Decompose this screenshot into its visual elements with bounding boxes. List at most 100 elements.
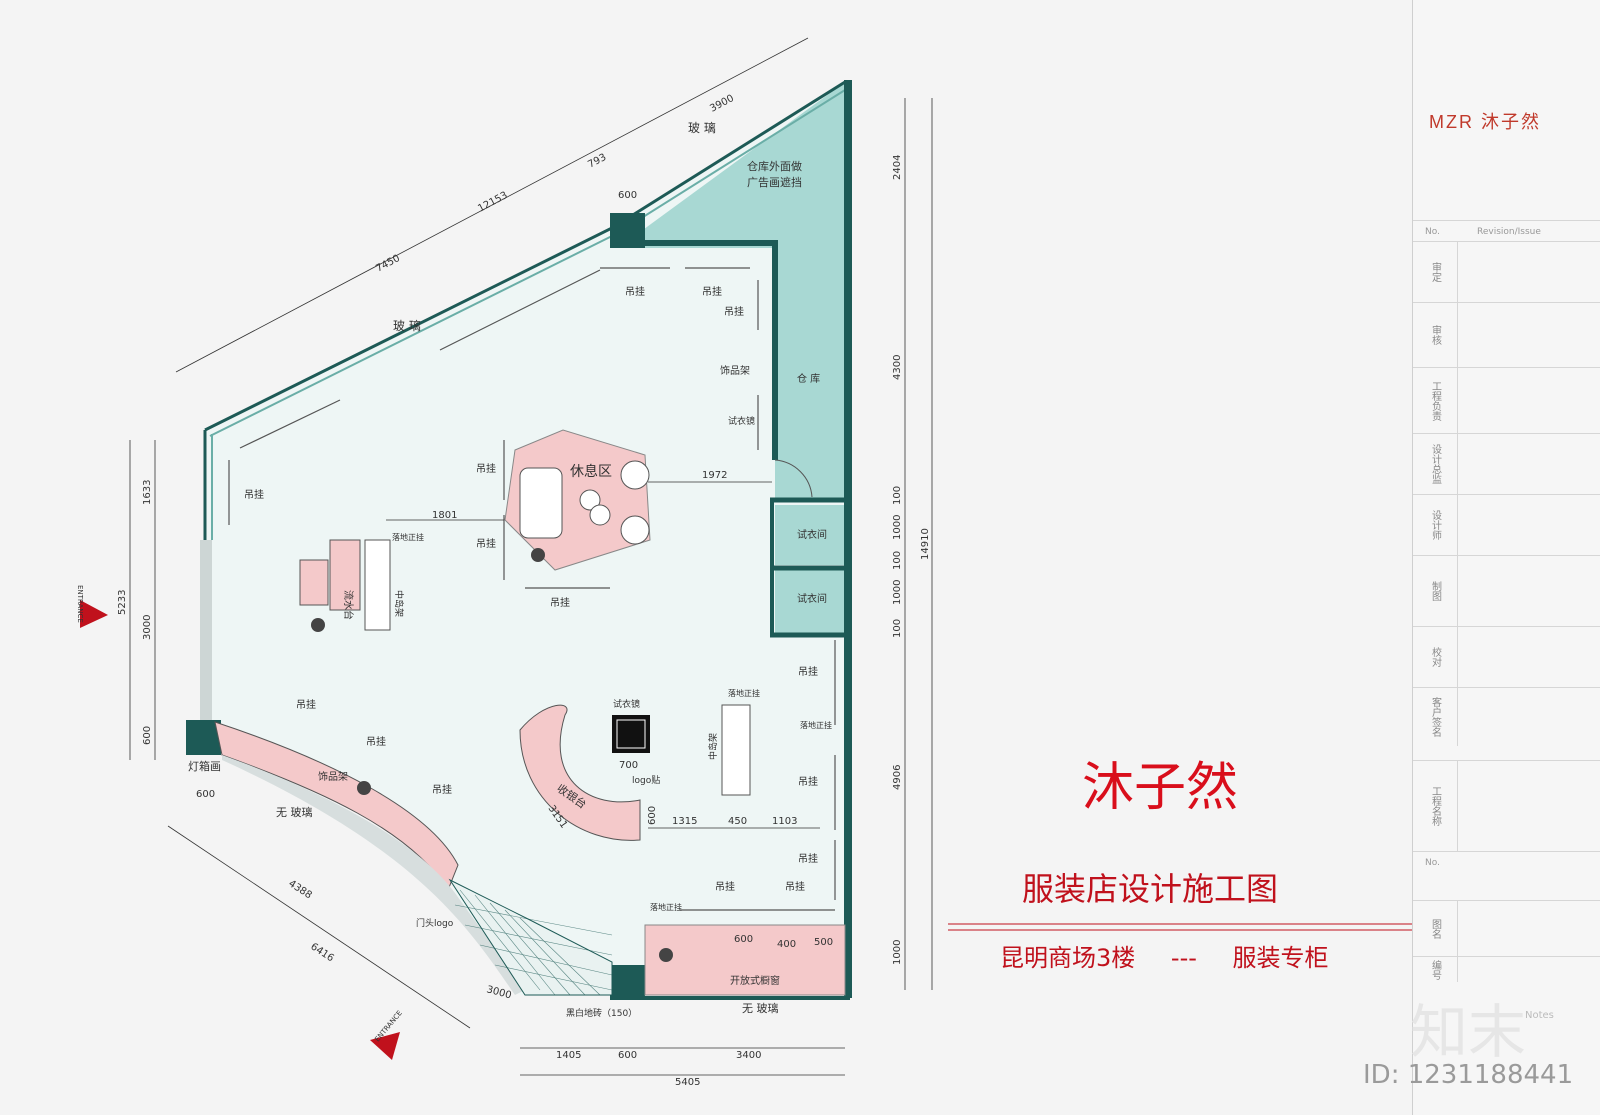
dim-600c: 600: [196, 789, 215, 800]
hang-label: 吊挂: [625, 285, 645, 298]
dim-right-9: 1000: [892, 940, 903, 965]
warehouse-note-1: 仓库外面做: [747, 159, 802, 173]
left-wall: [200, 540, 212, 720]
door-logo-label: 门头logo: [416, 917, 454, 929]
dim-5405: 5405: [675, 1077, 700, 1088]
dim-3000b: 3000: [485, 984, 512, 1001]
row-design-director: 设计总监: [1413, 433, 1600, 494]
drawing-location-line: 昆明商场3楼 --- 服装专柜: [1000, 938, 1329, 973]
mirror-label-2: 试衣镜: [613, 698, 640, 710]
mid-island-label: 中岛架: [393, 590, 405, 617]
column-bottom: [610, 965, 645, 1000]
warehouse-label: 仓 库: [797, 372, 820, 385]
row-label: 设计师: [1413, 495, 1458, 555]
hang-label: 吊挂: [715, 880, 735, 893]
lightbox-label: 灯箱画: [188, 759, 221, 773]
dim-right-5: 100: [892, 551, 903, 570]
dim-1315: 1315: [672, 816, 697, 827]
dim-3400: 3400: [736, 1050, 761, 1061]
hang-label: 吊挂: [476, 537, 496, 550]
hang-label: 吊挂: [244, 488, 264, 501]
row-label: 审核: [1413, 303, 1458, 367]
hang-label: 吊挂: [476, 462, 496, 475]
row-label: 图名: [1413, 901, 1458, 956]
watermark-logo: 知末: [1410, 998, 1527, 1066]
row-label: 制图: [1413, 556, 1458, 626]
no-glass-left-label: 无 玻璃: [276, 805, 313, 819]
hang-label: 吊挂: [432, 783, 452, 796]
accessory-rack-label: 饰品架: [720, 364, 750, 377]
row-no: No.: [1413, 851, 1600, 877]
hang-label: 吊挂: [702, 285, 722, 298]
notes-label: Notes: [1525, 1010, 1554, 1021]
no-glass-bottom-label: 无 玻璃: [742, 1001, 779, 1015]
drawing-category: 服装专柜: [1232, 944, 1329, 972]
fitting-room-zone-1: [775, 505, 845, 565]
water-table-label: 流水台: [342, 590, 355, 620]
dim-right-4: 1000: [892, 515, 903, 540]
cashier-desk: [519, 704, 641, 841]
row-label: 工程名称: [1413, 761, 1458, 851]
floor-plan: 玻 璃 玻 璃 仓库外面做 广告画遮挡 仓 库 休息区 试衣间 试衣间 吊挂 吊…: [76, 37, 1412, 1088]
row-label: 工程负责: [1413, 368, 1458, 433]
display-window: [644, 924, 846, 996]
dim-left-2: 3000: [142, 615, 153, 640]
dim-left-3: 600: [142, 726, 153, 745]
window-label: 开放式橱窗: [730, 974, 780, 987]
dim-col-600: 600: [618, 190, 637, 201]
dim-700: 700: [619, 760, 638, 771]
hang-label: 吊挂: [798, 775, 818, 788]
row-engineer: 工程负责: [1413, 367, 1600, 433]
dim-top-a: 7450: [374, 253, 402, 275]
water-table-a: [299, 559, 329, 606]
no-label: No.: [1425, 227, 1440, 237]
fitting-room-label-2: 试衣间: [797, 592, 827, 605]
drawing-title: 沐子然: [1082, 758, 1239, 818]
plant-4: [659, 948, 673, 962]
hang-label: 吊挂: [724, 305, 744, 318]
accessory-rack-label-2: 饰品架: [318, 770, 348, 783]
dim-right-total: 14910: [920, 528, 931, 560]
mid-island-label-2: 中岛架: [707, 733, 719, 760]
row-project-name: 工程名称: [1413, 760, 1600, 851]
brand-logo: MZR 沐子然: [1429, 112, 1541, 132]
entrance-label-left: ENTRANCE: [76, 585, 84, 623]
dim-top-c: 3900: [708, 93, 736, 115]
drawing-location: 昆明商场3楼: [1000, 944, 1136, 972]
revision-header: No. Revision/Issue: [1413, 220, 1600, 241]
mid-island-rack: [364, 539, 391, 631]
water-table-b: [329, 539, 361, 611]
floor-rack-label-3: 落地正挂: [800, 720, 832, 730]
dim-right-8: 4906: [892, 765, 903, 790]
drawing-separator: ---: [1170, 944, 1197, 972]
column-left: [186, 720, 221, 755]
column-top: [610, 213, 645, 248]
hang-label: 吊挂: [798, 852, 818, 865]
dim-6416: 6416: [308, 941, 335, 964]
hang-label: 吊挂: [798, 665, 818, 678]
title-block: MZR 沐子然 No. Revision/Issue 审定 审核 工程负责 设计…: [1412, 0, 1600, 1115]
win-dim-400: 400: [777, 939, 796, 950]
row-label: 设计总监: [1413, 434, 1458, 494]
row-designer: 设计师: [1413, 494, 1600, 555]
plant-2: [531, 548, 545, 562]
revision-label: Revision/Issue: [1477, 227, 1541, 237]
floor-rack-label-2: 落地正挂: [728, 688, 760, 698]
dim-4388: 4388: [286, 878, 313, 901]
hang-label: 吊挂: [296, 698, 316, 711]
floor-rack-label-4: 落地正挂: [650, 902, 682, 912]
row-code: 编号: [1413, 956, 1600, 982]
row-label: 校对: [1413, 627, 1458, 687]
dim-right-7: 100: [892, 619, 903, 638]
hang-label: 吊挂: [785, 880, 805, 893]
row-drafter: 制图: [1413, 555, 1600, 626]
warehouse-zone: [640, 82, 845, 500]
watermark-id: ID: 1231188441: [1363, 1060, 1574, 1090]
win-dim-600: 600: [734, 934, 753, 945]
dim-right-1: 2404: [892, 155, 903, 180]
rest-area-label: 休息区: [570, 463, 612, 480]
drawing-subtitle: 服装店设计施工图: [1022, 870, 1279, 908]
entrance-arrow-bottom: [370, 1032, 400, 1060]
row-client: 客户签名: [1413, 687, 1600, 746]
dim-1405: 1405: [556, 1050, 581, 1061]
